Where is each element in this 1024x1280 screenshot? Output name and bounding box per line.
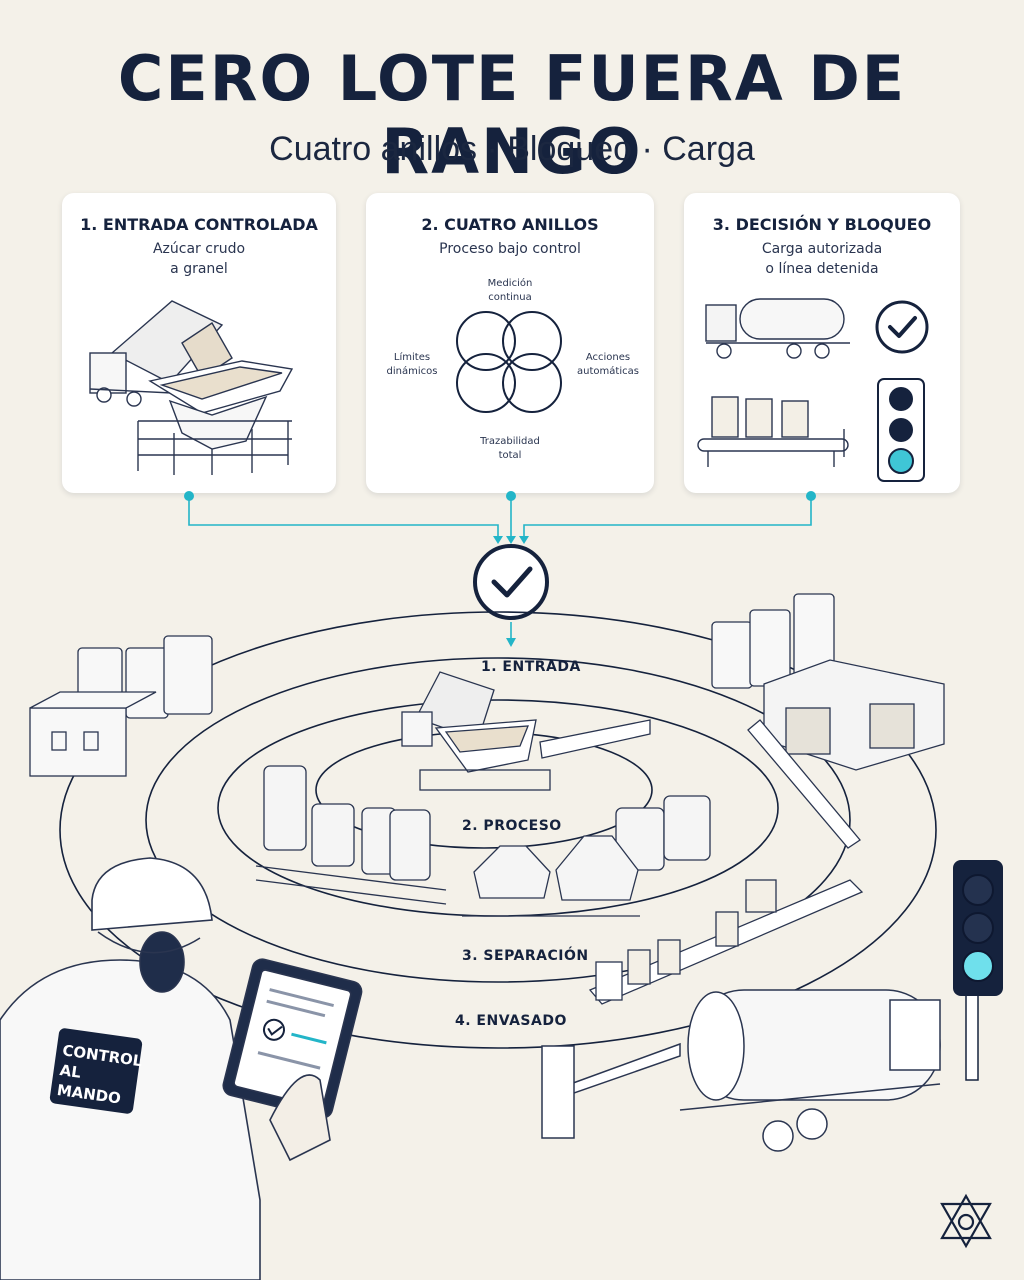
flow-connectors	[188, 496, 812, 644]
check-circle-icon	[875, 300, 929, 354]
silos-left	[29, 635, 213, 777]
four-rings-diagram	[456, 311, 562, 413]
silos-right	[711, 593, 945, 771]
card-subtitle-line: a granel	[170, 261, 228, 277]
card-subtitle: Proceso bajo control	[366, 239, 654, 259]
card-decision-bloqueo: 3. DECISIÓN Y BLOQUEO Carga autorizada o…	[684, 193, 960, 493]
logo-icon	[940, 1193, 992, 1249]
process-rings	[59, 611, 937, 1049]
card-subtitle-line: Azúcar crudo	[152, 241, 246, 257]
card-subtitle-line: Proceso bajo control	[439, 241, 581, 257]
tanker-tank	[739, 298, 845, 340]
tanker-cab	[705, 304, 737, 342]
card-title: 1. ENTRADA CONTROLADA	[80, 215, 318, 234]
card-subtitle: Azúcar crudo a granel	[62, 239, 336, 279]
card-subtitle: Carga autorizada o línea detenida	[684, 239, 960, 279]
proceso-tanks	[255, 765, 711, 905]
hardhat	[91, 857, 213, 931]
traffic-light-icon	[877, 378, 925, 482]
truck-dump-bed	[110, 300, 224, 384]
control-badge: CONTROL AL MANDO	[49, 1027, 143, 1115]
ear-protection	[139, 931, 185, 993]
separacion-centrifuges	[462, 835, 640, 917]
card-title: 3. DECISIÓN Y BLOQUEO	[712, 215, 932, 234]
stage-label-envasado: 4. ENVASADO	[455, 1013, 567, 1029]
decision-illustration	[697, 298, 929, 482]
tanker-truck	[541, 989, 941, 1152]
entrada-equipment	[401, 671, 651, 791]
stage-label-separacion: 3. SEPARACIÓN	[462, 948, 589, 964]
page-subtitle: Cuatro anillos · Bloqueo · Carga	[269, 130, 755, 168]
envasado-conveyor	[588, 719, 864, 1005]
hand	[269, 1074, 331, 1162]
card-entrada-controlada: 1. ENTRADA CONTROLADA Azúcar crudo a gra…	[62, 193, 336, 493]
stage-label-proceso: 2. PROCESO	[462, 818, 562, 834]
card-subtitle-line: Carga autorizada	[761, 241, 883, 257]
traffic-light-icon	[953, 860, 1003, 1081]
card-subtitle-line: o línea detenida	[765, 261, 879, 277]
card-cuatro-anillos: 2. CUATRO ANILLOS Proceso bajo control M…	[366, 193, 654, 493]
page-title: CERO LOTE FUERA DE RANGO	[117, 42, 907, 188]
check-circle-icon	[473, 544, 549, 620]
truck-hopper-illustration	[89, 300, 294, 475]
stage-label-entrada: 1. ENTRADA	[481, 659, 581, 675]
tablet	[222, 958, 363, 1119]
card-title: 2. CUATRO ANILLOS	[421, 215, 599, 234]
